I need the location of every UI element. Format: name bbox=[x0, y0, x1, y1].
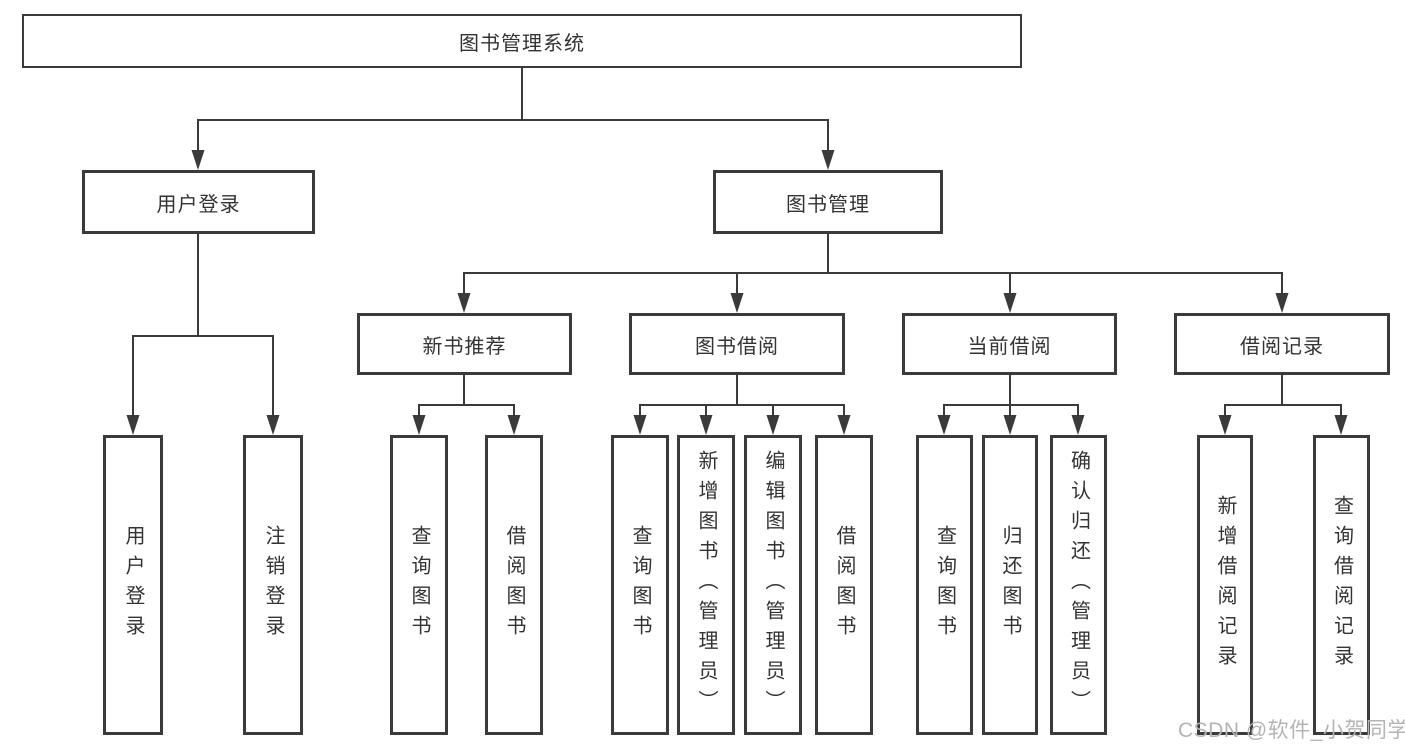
node-label: 新增借阅记录 bbox=[1214, 495, 1236, 675]
node-leaf-query-book-1: 查询图书 bbox=[390, 435, 448, 735]
node-label: 新增图书（管理员） bbox=[695, 450, 717, 720]
node-leaf-confirm-return: 确认归还（管理员） bbox=[1050, 435, 1107, 735]
edge-root-to-level2 bbox=[191, 68, 835, 170]
node-leaf-add-record: 新增借阅记录 bbox=[1197, 435, 1253, 735]
node-label: 注销登录 bbox=[262, 525, 284, 645]
node-label: 当前借阅 bbox=[967, 335, 1052, 358]
node-leaf-add-book: 新增图书（管理员） bbox=[677, 435, 735, 735]
node-leaf-user-login: 用户登录 bbox=[103, 435, 163, 735]
node-label: 借阅记录 bbox=[1240, 335, 1324, 358]
node-leaf-edit-book: 编辑图书（管理员） bbox=[744, 435, 802, 735]
edge-user-login-to-leaves bbox=[126, 234, 280, 435]
edge-borrow-records-to-leaves bbox=[1218, 375, 1348, 435]
node-leaf-borrow-book-1: 借阅图书 bbox=[485, 435, 543, 735]
node-leaf-query-record: 查询借阅记录 bbox=[1313, 435, 1370, 735]
node-current-borrow: 当前借阅 bbox=[902, 313, 1117, 375]
node-label: 图书借阅 bbox=[695, 335, 779, 358]
node-leaf-borrow-book-2: 借阅图书 bbox=[815, 435, 873, 735]
node-label: 用户登录 bbox=[122, 525, 144, 645]
node-label: 查询图书 bbox=[629, 525, 651, 645]
node-label: 查询借阅记录 bbox=[1330, 495, 1353, 675]
edge-new-book-rec-to-leaves bbox=[412, 375, 521, 435]
node-label: 编辑图书（管理员） bbox=[762, 450, 784, 720]
node-book-mgmt: 图书管理 bbox=[713, 170, 943, 234]
node-label: 查询图书 bbox=[408, 525, 430, 645]
node-new-book-rec: 新书推荐 bbox=[357, 313, 572, 375]
node-user-login: 用户登录 bbox=[82, 170, 315, 234]
edge-current-borrow-to-leaves bbox=[937, 375, 1085, 435]
node-label: 图书管理系统 bbox=[459, 32, 585, 55]
node-label: 查询图书 bbox=[933, 525, 956, 645]
node-label: 借阅图书 bbox=[503, 525, 525, 645]
node-label: 归还图书 bbox=[999, 525, 1021, 645]
node-borrow-records: 借阅记录 bbox=[1174, 313, 1390, 375]
edge-book-mgmt-to-level3 bbox=[457, 234, 1289, 313]
watermark-text: CSDN @软件_小贺同学 bbox=[1178, 719, 1405, 742]
node-label: 借阅图书 bbox=[833, 525, 855, 645]
node-leaf-logout: 注销登录 bbox=[243, 435, 303, 735]
node-leaf-query-book-3: 查询图书 bbox=[916, 435, 973, 735]
node-label: 新书推荐 bbox=[422, 335, 507, 358]
node-leaf-return-book: 归还图书 bbox=[982, 435, 1038, 735]
node-root: 图书管理系统 bbox=[22, 14, 1022, 68]
edge-book-borrow-to-leaves bbox=[633, 375, 851, 435]
node-book-borrow: 图书借阅 bbox=[629, 313, 845, 375]
node-label: 图书管理 bbox=[786, 193, 870, 216]
node-label: 用户登录 bbox=[156, 193, 241, 216]
node-leaf-query-book-2: 查询图书 bbox=[611, 435, 669, 735]
node-label: 确认归还（管理员） bbox=[1067, 450, 1090, 720]
